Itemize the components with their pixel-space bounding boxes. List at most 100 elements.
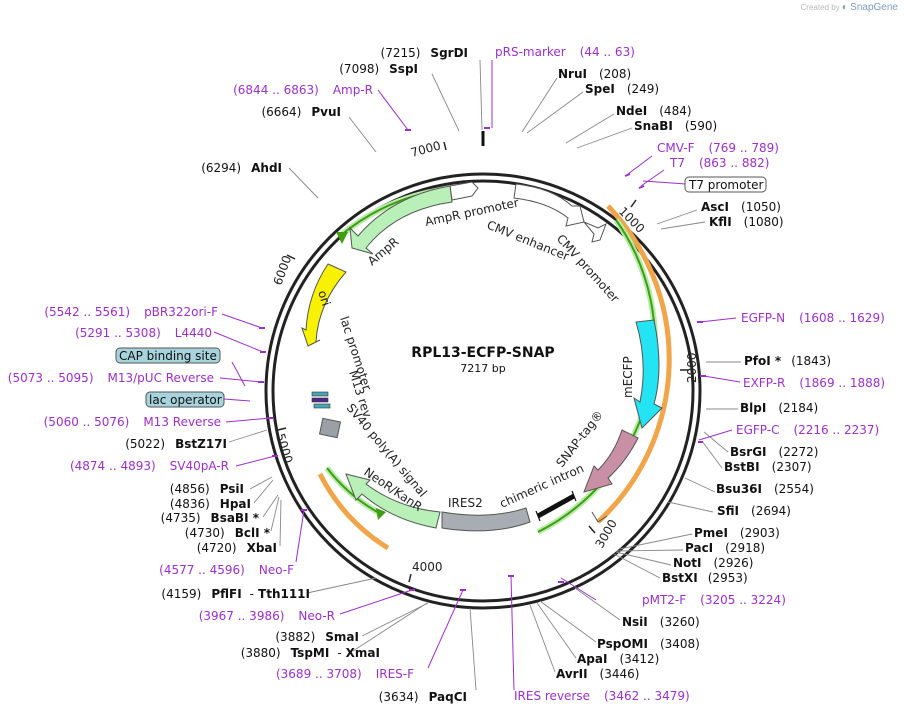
enzyme-pvui: (6664)PvuI bbox=[261, 105, 341, 119]
enzyme-noti: NotI(2926) bbox=[673, 556, 753, 570]
enzyme-blpi: BlpI(2184) bbox=[740, 401, 818, 415]
enzyme-bcli: (4730)BclI * bbox=[185, 526, 271, 540]
backbone-inner-strand bbox=[271, 179, 695, 603]
primer-neo-r: (3967 .. 3986)Neo-R bbox=[199, 609, 335, 623]
credit-prefix: Created by bbox=[800, 3, 840, 12]
primer-pbr322ori-f: (5542 .. 5561)pBR322ori-F bbox=[44, 305, 218, 319]
primer-l4440: (5291 .. 5308)L4440 bbox=[75, 326, 212, 340]
primer-amp-r: (6844 .. 6863)Amp-R bbox=[233, 83, 373, 97]
snapgene-logo: ◐ bbox=[841, 2, 848, 13]
backbone bbox=[264, 131, 702, 610]
ires2-block bbox=[441, 507, 531, 532]
enzyme-nsii: NsiI(3260) bbox=[622, 615, 700, 629]
enzyme-sspi: (7098)SspI bbox=[339, 62, 418, 76]
enzyme-xbai: (4720)XbaI bbox=[197, 541, 277, 555]
enzyme-paci: PacI(2918) bbox=[685, 541, 765, 555]
cmv-enhancer-arrow bbox=[513, 183, 585, 227]
primer-m13-puc-reverse: (5073 .. 5095)M13/pUC Reverse bbox=[8, 371, 214, 385]
enzyme-hpai: (4836)HpaI bbox=[170, 497, 251, 511]
enzyme-asci: AscI(1050) bbox=[701, 200, 781, 214]
primer-ires-reverse: IRES reverse(3462 .. 3479) bbox=[514, 689, 690, 703]
cap-binding-feature bbox=[318, 417, 342, 439]
label-cmv-promoter: CMV promoter bbox=[554, 232, 622, 306]
enzyme-bstxi: BstXI(2953) bbox=[662, 571, 748, 585]
enzyme-pfoi: PfoI *(1843) bbox=[744, 354, 831, 368]
tick-label-3000: 3000 bbox=[592, 517, 619, 550]
cap-binding-site-box bbox=[115, 347, 221, 364]
orf-arcs bbox=[317, 204, 672, 551]
primer-egfp-c: EGFP-C(2216 .. 2237) bbox=[736, 423, 879, 437]
right-enzyme-labels: NruI(208) SpeI(249) NdeI(484) SnaBI(590)… bbox=[556, 67, 831, 681]
primer-leaders bbox=[213, 60, 741, 691]
tick-label-7000: 7000 bbox=[409, 138, 442, 159]
plasmid-length: 7217 bp bbox=[460, 362, 505, 375]
enzyme-sfii: SfiI(2694) bbox=[717, 504, 791, 518]
lac-operator-label: lac operator bbox=[149, 393, 222, 407]
ampr-promoter-arrow bbox=[449, 181, 479, 201]
tick-label-2000: 2000 bbox=[685, 352, 699, 383]
label-mecfp: mECFP bbox=[621, 356, 635, 398]
label-ires2: IRES2 bbox=[448, 496, 483, 510]
enzyme-kfli: KflI(1080) bbox=[709, 215, 784, 229]
orf-arc-left bbox=[317, 472, 390, 551]
primer-neo-f: (4577 .. 4596)Neo-F bbox=[159, 563, 294, 577]
primer-t7: T7(863 .. 882) bbox=[669, 156, 769, 170]
enzyme-sgrdi: (7215)SgrDI bbox=[381, 46, 468, 60]
chimeric-intron-bar bbox=[536, 493, 576, 519]
enzyme-psii: (4856)PsiI bbox=[170, 482, 244, 496]
label-chimeric-intron: chimeric intron bbox=[498, 461, 586, 511]
cap-binding-site-label: CAP binding site bbox=[119, 349, 217, 363]
enzyme-bstz17i: (5022)BstZ17I bbox=[125, 437, 227, 451]
backbone-outer-strand bbox=[264, 172, 702, 610]
enzyme-avrii: AvrII(3446) bbox=[556, 667, 639, 681]
tick-label-4000: 4000 bbox=[412, 560, 443, 574]
enzyme-pflfi-tth111i: (4159)PflFI-Tth111I bbox=[161, 587, 310, 601]
enzyme-ndei: NdeI(484) bbox=[616, 104, 692, 118]
enzyme-tspmi-xmai: (3880)TspMI-XmaI bbox=[241, 646, 380, 660]
primer-cmv-f: CMV-F(769 .. 789) bbox=[657, 141, 779, 155]
enzyme-smai: (3882)SmaI bbox=[275, 630, 359, 644]
neo-green-arrow bbox=[326, 467, 382, 515]
cmv-promoter-arrow bbox=[583, 221, 607, 243]
primer-prs-marker: pRS-marker(44 .. 63) bbox=[495, 45, 635, 59]
enzyme-bsu36i: Bsu36I(2554) bbox=[716, 482, 814, 496]
primer-exfp-r: EXFP-R(1869 .. 1888) bbox=[743, 376, 885, 390]
snapgene-credit: Created by ◐ SnapGene bbox=[801, 2, 898, 13]
enzyme-paqci: (3634)PaqCI bbox=[379, 690, 467, 704]
primer-pmt2-f: pMT2-F(3205 .. 3224) bbox=[642, 593, 786, 607]
enzyme-ahdi: (6294)AhdI bbox=[201, 161, 282, 175]
ori-arrow bbox=[301, 263, 347, 347]
enzyme-bsabi: (4735)BsaBI * bbox=[161, 511, 260, 525]
enzyme-bstbi: BstBI(2307) bbox=[724, 460, 812, 474]
leader-lines bbox=[228, 59, 741, 691]
enzyme-nrui: NruI(208) bbox=[558, 67, 631, 81]
t7-promoter-box bbox=[684, 176, 767, 193]
plasmid-name: RPL13-ECFP-SNAP bbox=[411, 345, 554, 361]
mecfp-arrow bbox=[633, 319, 663, 429]
enzyme-snabi: SnaBI(590) bbox=[634, 119, 717, 133]
enzyme-bsrgi: BsrGI(2272) bbox=[730, 445, 818, 459]
ampr-arrow bbox=[349, 185, 453, 255]
boxed-labels: T7 promoter CAP binding site lac operato… bbox=[115, 176, 767, 408]
primer-egfp-n: EGFP-N(1608 .. 1629) bbox=[741, 311, 885, 325]
credit-brand: SnapGene bbox=[850, 2, 898, 13]
snap-tag-arrow bbox=[583, 429, 639, 493]
lac-operator-box bbox=[145, 391, 225, 408]
primer-ires-f: (3689 .. 3708)IRES-F bbox=[276, 667, 414, 681]
primer-labels: pRS-marker(44 .. 63) CMV-F(769 .. 789) T… bbox=[8, 45, 885, 703]
primer-m13-reverse: (5060 .. 5076)M13 Reverse bbox=[44, 415, 221, 429]
lac-promoter-mark bbox=[311, 391, 329, 397]
enzyme-pspomi: PspOMI(3408) bbox=[597, 637, 700, 651]
left-enzyme-labels: (7215)SgrDI (7098)SspI (6664)PvuI (6294)… bbox=[125, 46, 468, 704]
orf-arc-right bbox=[596, 204, 672, 524]
features bbox=[301, 181, 663, 532]
m13-rev-mark bbox=[311, 397, 329, 403]
neokanr-arrow bbox=[345, 473, 441, 529]
lac-operator-mark bbox=[313, 403, 331, 409]
enzyme-spei: SpeI(249) bbox=[585, 82, 659, 96]
t7-promoter-label: T7 promoter bbox=[688, 178, 764, 192]
label-ori: ori bbox=[315, 289, 333, 308]
primer-sv40pa-r: (4874 .. 4893)SV40pA-R bbox=[70, 459, 229, 473]
enzyme-apai: ApaI(3412) bbox=[577, 652, 659, 666]
